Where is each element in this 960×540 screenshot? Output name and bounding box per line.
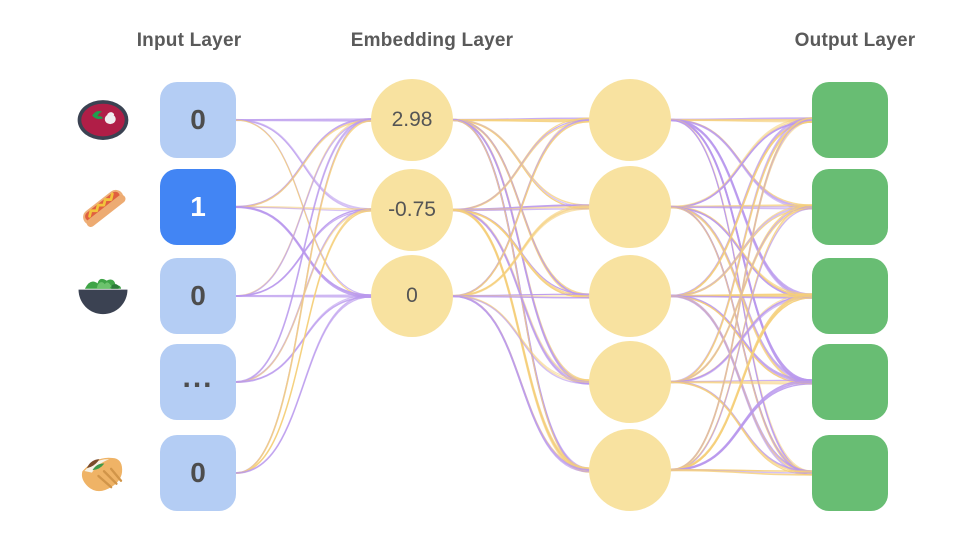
embedding-node-1[interactable]: 2.98 (371, 79, 453, 161)
output-node-4[interactable] (812, 344, 888, 420)
embedding-node-3[interactable]: 0 (371, 255, 453, 337)
hidden-node-2[interactable] (589, 166, 671, 248)
input-node-4[interactable]: ... (160, 344, 236, 420)
output-node-2[interactable] (812, 169, 888, 245)
hot-dog-icon (74, 178, 132, 236)
embedding-layer-title: Embedding Layer (350, 30, 514, 51)
input-layer-title: Input Layer (136, 30, 242, 51)
input-node-4-value: ... (182, 361, 214, 394)
green-salad-icon (74, 267, 132, 325)
input-node-1[interactable]: 0 (160, 82, 236, 158)
output-node-1[interactable] (812, 82, 888, 158)
input-node-5[interactable]: 0 (160, 435, 236, 511)
input-node-5-value: 0 (190, 457, 206, 488)
embedding-node-2[interactable]: -0.75 (371, 169, 453, 251)
hidden-node-1[interactable] (589, 79, 671, 161)
input-node-2-value: 1 (190, 191, 206, 222)
output-node-3[interactable] (812, 258, 888, 334)
hidden-node-4[interactable] (589, 341, 671, 423)
input-node-3[interactable]: 0 (160, 258, 236, 334)
input-node-1-value: 0 (190, 104, 206, 135)
bowl-of-soup-icon (74, 91, 132, 149)
hidden-node-3[interactable] (589, 255, 671, 337)
embedding-node-2-value: -0.75 (388, 198, 436, 221)
input-node-3-value: 0 (190, 280, 206, 311)
embedding-node-3-value: 0 (406, 284, 418, 307)
burrito-icon (74, 444, 132, 502)
hidden-node-5[interactable] (589, 429, 671, 511)
input-node-2[interactable]: 1 (160, 169, 236, 245)
output-node-5[interactable] (812, 435, 888, 511)
output-layer-title: Output Layer (794, 30, 916, 51)
embedding-node-1-value: 2.98 (391, 108, 433, 131)
